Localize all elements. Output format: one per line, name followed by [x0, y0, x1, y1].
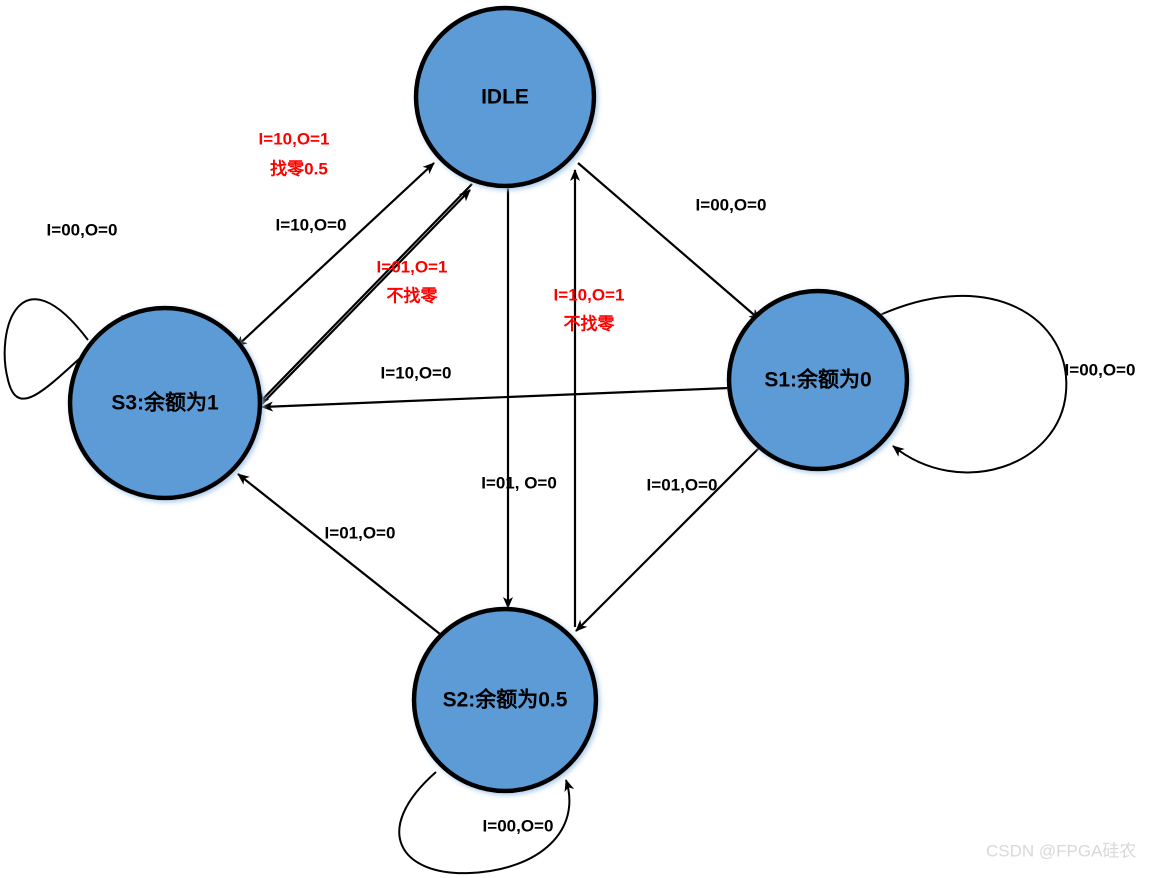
edge-label-idle-to-s2: I=01, O=0: [481, 473, 557, 492]
node-s1-circle[interactable]: [726, 288, 910, 472]
nodes-layer: IDLE S3:余额为1 S1:余额为0 S2:余额为0.5: [67, 5, 910, 794]
edge-label-s2-self-loop: I=00,O=0: [483, 816, 554, 835]
edge-label-s2-to-s3: I=01,O=0: [325, 523, 396, 542]
node-s2[interactable]: S2:余额为0.5: [411, 606, 599, 794]
node-s2-label: S2:余额为0.5: [443, 688, 568, 712]
edge-labels-layer: I=10,O=1 找零0.5 I=10,O=0 I=01,O=1 不找零 I=1…: [47, 129, 1136, 835]
node-idle-label: IDLE: [481, 86, 529, 109]
edge-label-s3-to-idle: I=10,O=1: [259, 129, 330, 148]
edge-label-s1-self-loop: I=00,O=0: [1065, 360, 1136, 379]
edge-label-idle-to-s1: I=00,O=0: [696, 195, 767, 214]
edge-label-s3-to-idle-line2: 找零0.5: [270, 158, 328, 178]
node-s1[interactable]: S1:余额为0: [726, 288, 910, 472]
node-s2-circle[interactable]: [411, 606, 599, 794]
edge-s3-self-loop[interactable]: [3, 298, 133, 400]
node-idle-circle[interactable]: [413, 5, 597, 189]
edge-s3-to-idle-2[interactable]: [255, 189, 471, 411]
edge-label-s3-to-idle-2-line2: 不找零: [387, 285, 439, 305]
edge-label-s3-to-idle-2: I=01,O=1: [377, 257, 448, 276]
edge-s1-to-s2[interactable]: [575, 442, 765, 632]
node-s3[interactable]: S3:余额为1: [67, 305, 263, 501]
edge-s2-self-loop[interactable]: [398, 771, 575, 875]
edge-idle-to-s1[interactable]: [577, 162, 761, 321]
edge-idle-to-s3[interactable]: [257, 183, 473, 405]
node-idle[interactable]: IDLE: [413, 5, 597, 189]
edge-label-s1-to-s2: I=01,O=0: [647, 475, 718, 494]
edge-label-s1-to-s3: I=10,O=0: [381, 363, 452, 382]
edge-label-s2-to-idle-line2: 不找零: [564, 313, 616, 333]
edge-label-s3-self-loop: I=00,O=0: [47, 220, 118, 239]
edge-s2-to-s3[interactable]: [237, 473, 446, 639]
edge-s1-self-loop[interactable]: [879, 294, 1068, 474]
edge-label-idle-to-s3: I=10,O=0: [276, 215, 347, 234]
edges-layer: [3, 162, 1068, 875]
node-s1-label: S1:余额为0: [764, 368, 871, 392]
node-s3-label: S3:余额为1: [111, 391, 219, 415]
edge-s3-idle-bidir[interactable]: [235, 162, 435, 348]
csdn-watermark: CSDN @FPGA硅农: [986, 841, 1136, 860]
edge-label-s2-to-idle: I=10,O=1: [554, 285, 625, 304]
edge-s1-to-s3[interactable]: [261, 386, 730, 412]
node-s3-circle[interactable]: [67, 305, 263, 501]
